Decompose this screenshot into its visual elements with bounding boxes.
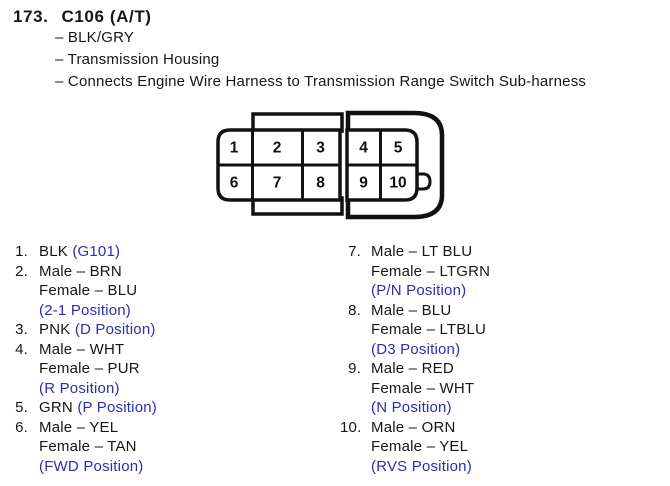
pin-number: 5. [15, 399, 28, 416]
pin-cell-1: 1 [230, 140, 239, 157]
position-text: (P Position) [77, 399, 157, 416]
pin-cell-7: 7 [273, 175, 282, 192]
wire-color-text: Male – RED [371, 360, 454, 377]
pin-line: 5. GRN (P Position) [14, 398, 157, 418]
position-text: (D Position) [74, 321, 156, 338]
wire-color-text: BLK [39, 243, 73, 260]
pin-line: (FWD Position) [14, 457, 157, 477]
position-text: (FWD Position) [39, 457, 144, 475]
pin-number: 8. [348, 301, 361, 319]
detail-function: – Connects Engine Wire Harness to Transm… [55, 73, 587, 90]
pin-line: 4. Male – WHT [14, 340, 157, 360]
position-text: (R Position) [39, 379, 120, 397]
position-text: (RVS Position) [371, 457, 472, 475]
pin-line: (RVS Position) [340, 457, 490, 477]
wire-color-text: Female – TAN [39, 438, 137, 455]
wire-color-text: Female – WHT [371, 379, 475, 397]
pin-line: Female – LTBLU [340, 320, 490, 340]
wire-color-text: Male – LT BLU [371, 243, 473, 260]
pin-cell-10: 10 [389, 175, 406, 192]
pin-line: (2-1 Position) [14, 301, 157, 321]
pin-line: (N Position) [340, 398, 490, 418]
detail-wire-color: – BLK/GRY [55, 29, 135, 46]
pin-line: 10. Male – ORN [340, 418, 490, 438]
pin-line: Female – BLU [14, 281, 157, 301]
pin-line: Female – TAN [14, 437, 157, 457]
detail-location: – Transmission Housing [55, 51, 220, 68]
pin-number: 1. [15, 243, 28, 260]
pin-line: 9. Male – RED [340, 359, 490, 379]
wire-color-text: Male – BLU [371, 301, 452, 319]
pin-list-right: 7. Male – LT BLU Female – LTGRN (P/N Posi… [340, 242, 490, 476]
pin-line: Female – PUR [14, 359, 157, 379]
wire-color-text: Male – ORN [371, 418, 456, 436]
pin-line: (D3 Position) [340, 340, 490, 360]
connector-details: – BLK/GRY – Transmission Housing – Conne… [55, 27, 586, 93]
connector-grid [218, 130, 417, 200]
wire-color-text: Male – WHT [39, 340, 125, 358]
pin-line: 8. Male – BLU [340, 301, 490, 321]
wire-color-text: Male – BRN [39, 262, 122, 280]
pin-number: 6. [15, 418, 28, 436]
pin-cell-2: 2 [273, 140, 282, 157]
pin-line: 2. Male – BRN [14, 262, 157, 282]
wire-color-text: PNK [39, 321, 75, 338]
pin-number: 4. [15, 340, 28, 358]
pin-number: 9. [348, 360, 361, 377]
pin-line: (P/N Position) [340, 281, 490, 301]
connector-diagram: 1 2 3 4 5 6 7 8 9 10 [216, 110, 445, 220]
wire-color-text: Female – BLU [39, 282, 138, 299]
wire-color-text: GRN [39, 399, 78, 416]
wire-color-text: Male – YEL [39, 418, 119, 436]
position-text: (N Position) [371, 399, 452, 416]
pin-line: Female – LTGRN [340, 262, 490, 282]
pin-cell-9: 9 [359, 175, 368, 192]
pin-line: Female – WHT [340, 379, 490, 399]
pin-number: 2. [15, 262, 28, 280]
pin-cell-5: 5 [394, 140, 403, 157]
pin-line: 1. BLK (G101) [14, 242, 157, 262]
pin-line: (R Position) [14, 379, 157, 399]
wire-color-text: Female – LTBLU [371, 321, 487, 338]
pin-list-left: 1. BLK (G101) 2. Male – BRN Female – BLU (… [14, 242, 157, 476]
position-text: (G101) [72, 243, 121, 260]
position-text: (P/N Position) [371, 282, 467, 299]
position-text: (D3 Position) [371, 340, 461, 358]
wire-color-text: Female – YEL [371, 438, 469, 455]
wire-color-text: Female – LTGRN [371, 262, 491, 280]
pin-line: 6. Male – YEL [14, 418, 157, 438]
pin-cell-6: 6 [230, 175, 239, 192]
connector-heading: 173. C106 (A/T) [13, 7, 152, 27]
pin-line: Female – YEL [340, 437, 490, 457]
pin-cell-3: 3 [316, 140, 325, 157]
position-text: (2-1 Position) [39, 301, 132, 319]
pin-line: 7. Male – LT BLU [340, 242, 490, 262]
wire-color-text: Female – PUR [39, 360, 140, 377]
pin-cell-8: 8 [316, 175, 325, 192]
pin-cell-4: 4 [359, 140, 368, 157]
connector-index: 173. [13, 7, 49, 26]
pin-number: 10. [340, 418, 362, 436]
connector-title: C106 (A/T) [61, 7, 152, 26]
pin-number: 7. [348, 243, 361, 260]
pin-number: 3. [15, 321, 28, 338]
pin-line: 3. PNK (D Position) [14, 320, 157, 340]
